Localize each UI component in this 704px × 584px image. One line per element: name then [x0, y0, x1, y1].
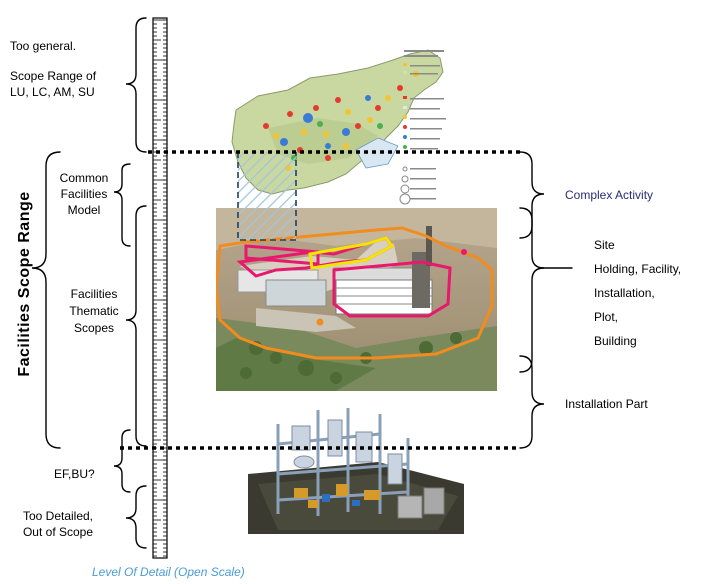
label-site: Site [594, 238, 615, 252]
brace-too-general [125, 17, 147, 153]
brace-common-facilities [113, 163, 131, 247]
brace-installation-part [519, 355, 545, 449]
label-installation-part: Installation Part [565, 397, 648, 411]
label-too-general: Too general. [10, 39, 77, 53]
label-common-facilities-line2: Facilities [60, 187, 108, 201]
hatched-area [238, 152, 296, 240]
brace-facilities-scope-range [31, 151, 61, 449]
brace-site-building [519, 207, 545, 373]
label-complex-activity: Complex Activity [565, 188, 654, 202]
brace-thematic-scopes [125, 205, 147, 447]
facilities-scope-range-title: Facilities Scope Range [16, 191, 33, 377]
label-scope-range-line1: Scope Range of [10, 69, 97, 83]
installation-3d-model [248, 404, 464, 534]
scale-caption: Level Of Detail (Open Scale) [92, 565, 245, 579]
brace-too-detailed [125, 485, 147, 549]
hatched-area-outline [237, 152, 297, 241]
lod-ruler [152, 17, 168, 559]
label-ef-bu: EF,BU? [54, 467, 95, 481]
brace-ef-bu [113, 429, 131, 493]
label-too-detailed-line2: Out of Scope [22, 525, 94, 539]
label-installation: Installation, [594, 286, 655, 300]
label-common-facilities-line3: Model [67, 203, 101, 217]
label-holding-facility: Holding, Facility, [594, 262, 682, 276]
label-thematic-line1: Facilities [70, 287, 118, 301]
label-thematic-line3: Scopes [73, 321, 115, 335]
label-too-detailed-line1: Too Detailed, [22, 509, 94, 523]
label-scope-range-line2: LU, LC, AM, SU [10, 85, 95, 99]
label-thematic-line2: Thematic [69, 304, 119, 318]
label-building: Building [594, 334, 637, 348]
label-plot: Plot, [594, 310, 619, 324]
brace-complex-activity [519, 151, 545, 239]
label-common-facilities-line1: Common [59, 171, 109, 185]
aerial-site-photo [216, 208, 497, 391]
